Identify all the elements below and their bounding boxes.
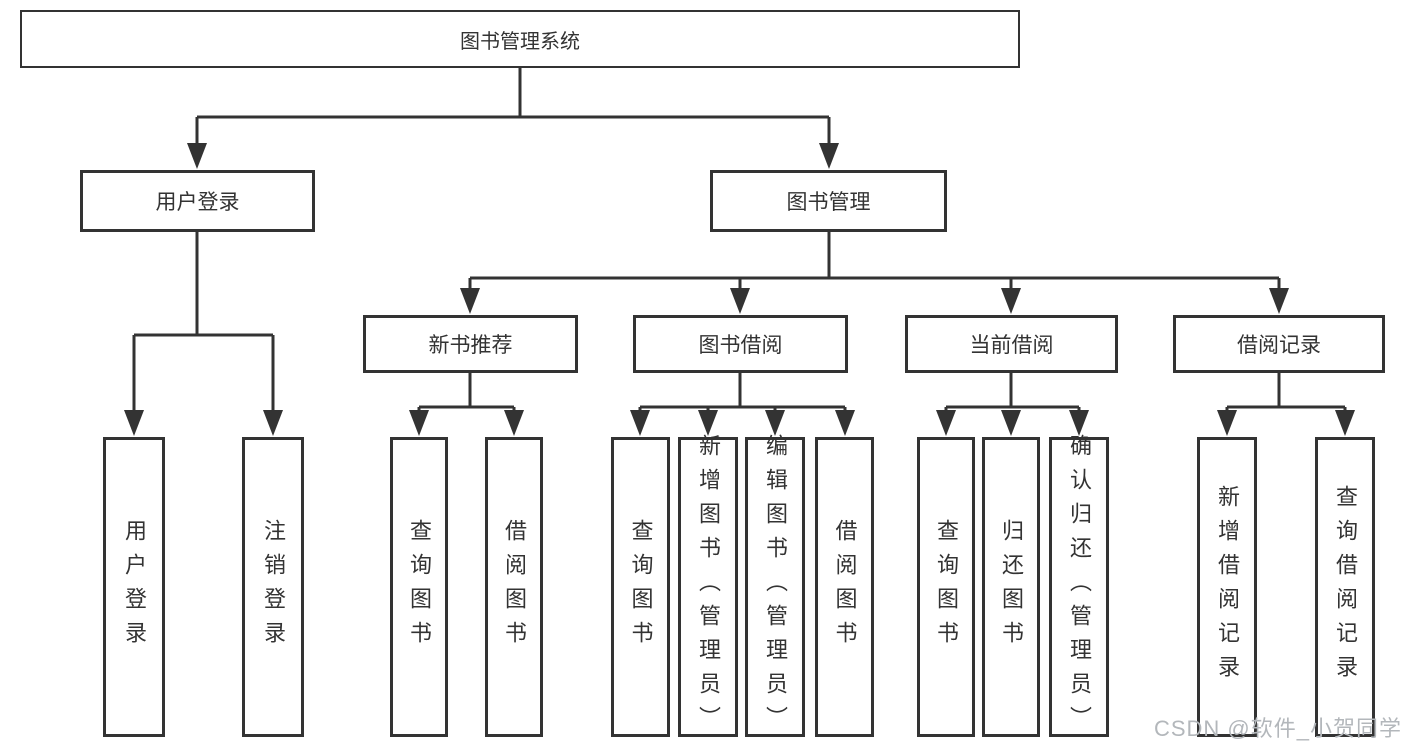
connector-user-login-to-leaves (124, 232, 283, 436)
leaf-user-login-label: 用户登录 (122, 519, 147, 655)
connector-book-management-to-level3 (460, 232, 1289, 314)
leaf-borrow-books-1: 借阅图书 (485, 437, 543, 737)
leaf-add-book-admin: 新增图书（管理员） (678, 434, 738, 740)
node-book-borrow: 图书借阅 (633, 315, 848, 373)
leaf-borrow-books-2: 借阅图书 (815, 437, 874, 737)
leaf-add-borrow-record: 新增借阅记录 (1197, 437, 1257, 737)
leaf-query-books-2: 查询图书 (611, 437, 670, 737)
leaf-borrow-books-1-label: 借阅图书 (502, 519, 527, 655)
leaf-confirm-return-admin: 确认归还（管理员） (1049, 434, 1109, 740)
leaf-return-book-label: 归还图书 (999, 519, 1024, 655)
leaf-add-book-admin-label: 新增图书（管理员） (696, 434, 721, 740)
node-book-borrow-label: 图书借阅 (698, 334, 783, 357)
leaf-user-login: 用户登录 (103, 437, 165, 737)
leaf-query-borrow-record: 查询借阅记录 (1315, 437, 1375, 737)
node-borrow-records: 借阅记录 (1173, 315, 1385, 373)
leaf-return-book: 归还图书 (982, 437, 1040, 737)
leaf-query-books-3: 查询图书 (917, 437, 975, 737)
leaf-query-books-1-label: 查询图书 (407, 519, 432, 655)
node-current-borrow: 当前借阅 (905, 315, 1118, 373)
connector-new-book-to-leaves (409, 373, 524, 436)
node-new-book-recommend-label: 新书推荐 (428, 334, 513, 357)
leaf-logout-label: 注销登录 (261, 519, 286, 655)
leaf-edit-book-admin-label: 编辑图书（管理员） (763, 434, 788, 740)
node-root-system: 图书管理系统 (20, 10, 1020, 68)
leaf-query-books-1: 查询图书 (390, 437, 448, 737)
connector-borrow-records-to-leaves (1217, 373, 1355, 436)
node-user-login-label: 用户登录 (155, 191, 240, 214)
node-current-borrow-label: 当前借阅 (969, 334, 1054, 357)
leaf-query-books-3-label: 查询图书 (934, 519, 959, 655)
node-borrow-records-label: 借阅记录 (1237, 334, 1321, 357)
leaf-query-borrow-record-label: 查询借阅记录 (1333, 485, 1358, 689)
leaf-query-books-2-label: 查询图书 (628, 519, 654, 655)
connector-root-to-level2 (187, 68, 839, 169)
node-new-book-recommend: 新书推荐 (363, 315, 578, 373)
leaf-borrow-books-2-label: 借阅图书 (832, 519, 858, 655)
node-book-management-label: 图书管理 (786, 191, 871, 214)
connector-book-borrow-to-leaves (630, 373, 855, 436)
node-user-login: 用户登录 (80, 170, 315, 232)
leaf-edit-book-admin: 编辑图书（管理员） (745, 434, 805, 740)
leaf-add-borrow-record-label: 新增借阅记录 (1215, 485, 1240, 689)
node-book-management: 图书管理 (710, 170, 947, 232)
node-root-label: 图书管理系统 (460, 30, 580, 53)
connector-current-borrow-to-leaves (936, 373, 1089, 436)
leaf-confirm-return-admin-label: 确认归还（管理员） (1067, 434, 1092, 740)
leaf-logout: 注销登录 (242, 437, 304, 737)
